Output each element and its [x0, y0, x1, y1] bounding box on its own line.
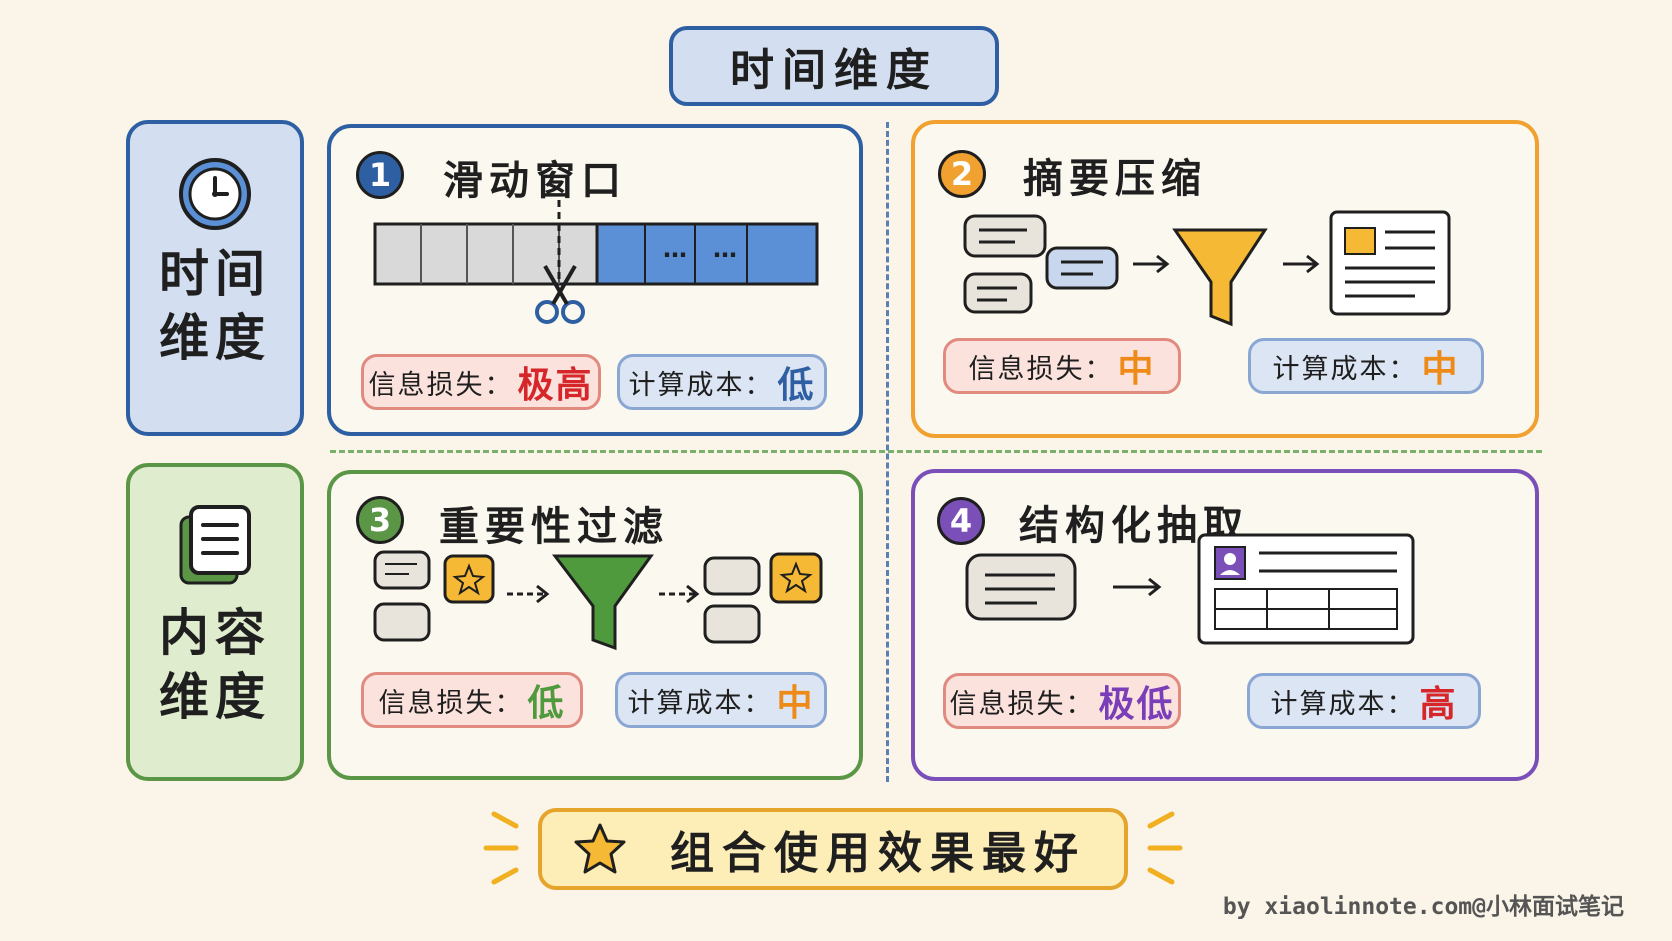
- compute-cost-label: 计算成本：: [627, 687, 773, 719]
- card-number-badge: 4: [937, 497, 985, 545]
- info-loss-pill: 信息损失： 极低: [943, 673, 1181, 729]
- compute-cost-value: 中: [1421, 349, 1460, 390]
- time-dimension-panel: 时间维度: [126, 120, 304, 436]
- card-title: 滑动窗口: [443, 158, 627, 204]
- info-loss-value: 极高: [517, 365, 594, 406]
- compute-cost-value: 高: [1419, 684, 1458, 725]
- compute-cost-label: 计算成本：: [1272, 353, 1418, 385]
- sliding-window-bar: [373, 200, 819, 324]
- info-loss-pill: 信息损失： 低: [361, 672, 583, 728]
- info-loss-pill: 信息损失： 极高: [361, 354, 601, 410]
- content-dimension-label: 内容维度: [159, 604, 271, 726]
- card-title: 重要性过滤: [439, 504, 669, 550]
- document-icon: [179, 505, 251, 585]
- time-dimension-label: 时间维度: [159, 245, 271, 367]
- info-loss-label: 信息损失：: [368, 369, 514, 401]
- info-loss-label: 信息损失：: [378, 687, 524, 719]
- horizontal-divider: [330, 450, 1542, 453]
- compute-cost-label: 计算成本：: [1270, 688, 1416, 720]
- star-icon: [574, 823, 626, 874]
- window-ellipsis: …: [663, 235, 687, 263]
- card-number-badge: 3: [356, 496, 404, 544]
- page-title-text: 时间维度: [730, 45, 938, 96]
- compute-cost-pill: 计算成本： 中: [1248, 338, 1484, 394]
- clock-icon: [179, 158, 251, 230]
- compute-cost-value: 低: [777, 365, 816, 406]
- card-number-badge: 2: [938, 150, 986, 198]
- compute-cost-pill: 计算成本： 高: [1247, 673, 1481, 729]
- card-title: 摘要压缩: [1023, 156, 1207, 202]
- info-loss-value: 极低: [1098, 684, 1175, 725]
- compute-cost-pill: 计算成本： 低: [617, 354, 827, 410]
- window-ellipsis: …: [713, 235, 737, 263]
- compute-cost-label: 计算成本：: [628, 369, 774, 401]
- filter-flow-graphic: [373, 550, 823, 651]
- info-loss-value: 中: [1117, 349, 1156, 390]
- content-dimension-panel: 内容维度: [126, 463, 304, 781]
- info-loss-value: 低: [527, 683, 566, 724]
- summary-text: 组合使用效果最好: [670, 828, 1086, 879]
- summary-banner: 组合使用效果最好: [538, 808, 1128, 890]
- info-loss-pill: 信息损失： 中: [943, 338, 1181, 394]
- card-structured-extraction: 4 结构化抽取 信息损失： 极低 计算成本： 高: [911, 469, 1539, 781]
- page-title: 时间维度: [669, 26, 999, 106]
- card-number-badge: 1: [356, 151, 404, 199]
- card-sliding-window: 1 滑动窗口 … … 信息损失： 极高 计算成本： 低: [327, 124, 863, 436]
- credit-text: by xiaolinnote.com@小林面试笔记: [1222, 894, 1624, 920]
- card-summary-compression: 2 摘要压缩 信息损失： 中 计算成本： 中: [911, 120, 1539, 438]
- compute-cost-value: 中: [776, 683, 815, 724]
- sparkle-right-icon: [1147, 811, 1183, 885]
- extraction-flow-graphic: [965, 533, 1415, 645]
- compression-flow-graphic: [963, 210, 1451, 327]
- compute-cost-pill: 计算成本： 中: [615, 672, 827, 728]
- sparkle-left-icon: [483, 811, 519, 885]
- info-loss-label: 信息损失：: [968, 353, 1114, 385]
- card-importance-filtering: 3 重要性过滤 信息损失： 低 计算成本： 中: [327, 470, 863, 780]
- info-loss-label: 信息损失：: [949, 688, 1095, 720]
